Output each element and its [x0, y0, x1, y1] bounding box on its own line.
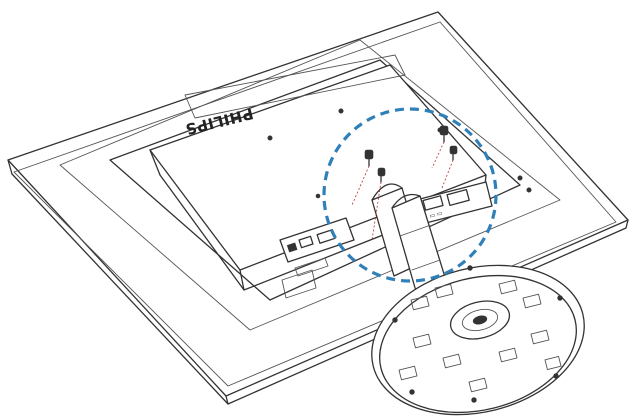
port-label: ▭ ▭ [429, 210, 444, 220]
mounting-screws [351, 125, 458, 241]
screw-icon [449, 145, 458, 161]
screw-hole [267, 135, 273, 141]
screw-icon [364, 149, 374, 167]
rear-housing [59, 39, 561, 331]
screw-icon [377, 167, 386, 183]
screw-hole [315, 193, 321, 199]
screw-hole [526, 187, 532, 193]
screw-hole [517, 175, 523, 181]
stand-base [371, 264, 585, 416]
screw-icon [439, 125, 449, 143]
connector-panel: ▭ ▭ [279, 181, 493, 299]
screw-hole [338, 108, 344, 114]
callout-highlight-circle [322, 107, 498, 283]
